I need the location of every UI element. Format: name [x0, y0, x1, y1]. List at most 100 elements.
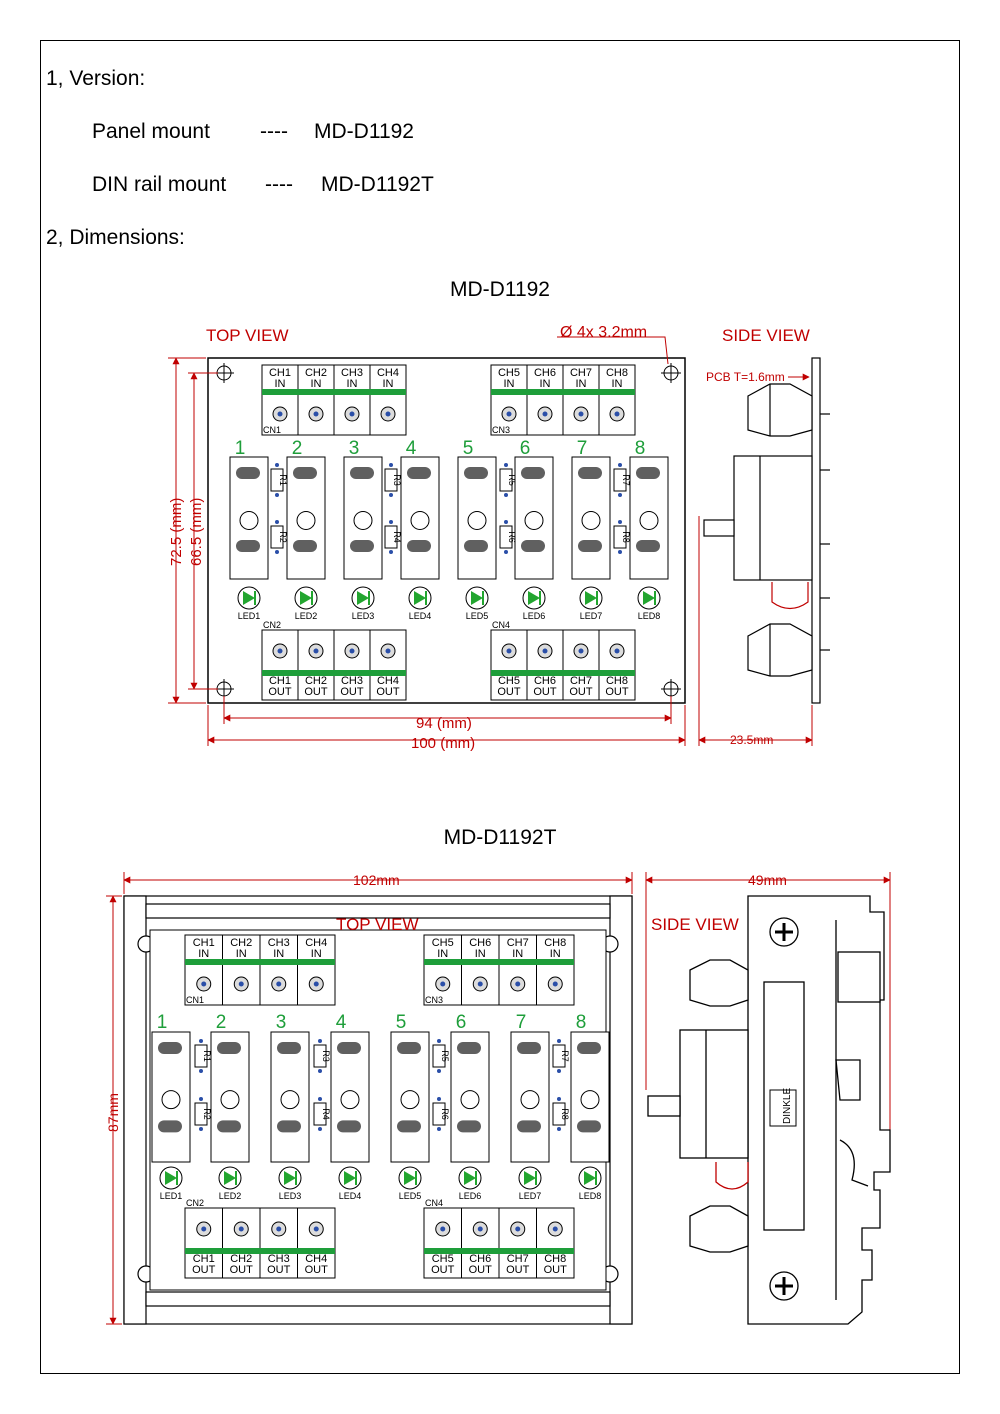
resistor-icon: [432, 1102, 446, 1126]
input-terminal-label: CH3: [341, 367, 363, 379]
resistor-lead-dot: [437, 1039, 441, 1043]
connector-label: CN2: [186, 1198, 204, 1208]
pad-ring-icon: [353, 510, 373, 530]
pad-icon: [636, 539, 660, 552]
resistor-lead-dot: [557, 1069, 561, 1073]
resistor-icon: [499, 468, 513, 492]
screw-center-icon: [578, 648, 584, 654]
terminal-green-bar: [262, 389, 406, 395]
pad-icon: [158, 1042, 182, 1054]
led-diode-icon: [344, 1171, 356, 1185]
screw-center-icon: [477, 981, 483, 987]
pad-icon: [636, 467, 660, 479]
panel-hole-note: Ø 4x 3.2mm: [560, 324, 647, 341]
input-terminal-label: CH8: [544, 937, 566, 949]
pad-ring-icon: [400, 1090, 420, 1110]
screw-center-icon: [313, 981, 319, 987]
channel-number: 6: [456, 1012, 467, 1033]
pad-icon: [236, 539, 260, 552]
screw-center-icon: [506, 648, 512, 654]
resistor-lead-dot: [557, 1039, 561, 1043]
led-diode-icon: [414, 591, 426, 605]
input-terminal-label: IN: [612, 378, 623, 390]
resistor-lead-dot: [199, 1127, 203, 1131]
resistor-lead-dot: [318, 1127, 322, 1131]
screw-center-icon: [552, 1226, 558, 1232]
resistor-lead-dot: [618, 493, 622, 497]
output-terminal-label: CH5: [498, 675, 520, 687]
page-frame: [40, 40, 960, 1374]
output-terminal-label: OUT: [497, 686, 521, 698]
input-terminal-block: [498, 934, 537, 964]
resistor-lead-dot: [504, 550, 508, 554]
resistor-label: R3: [321, 1050, 331, 1062]
resistor-lead-dot: [318, 1039, 322, 1043]
pad-icon: [577, 1120, 601, 1133]
pad-icon: [464, 539, 488, 552]
pad-ring-icon: [639, 510, 659, 530]
resistor-lead-dot: [618, 550, 622, 554]
screw-center-icon: [385, 648, 391, 654]
pad-ring-icon: [524, 510, 544, 530]
input-terminal-block: [423, 934, 462, 964]
output-terminal-label: OUT: [304, 686, 328, 698]
led-label: LED5: [399, 1191, 422, 1201]
resistor-lead-dot: [389, 550, 393, 554]
input-terminal-label: IN: [540, 378, 551, 390]
led-label: LED4: [339, 1191, 362, 1201]
input-terminal-label: IN: [273, 948, 284, 960]
led-label: LED8: [638, 611, 661, 621]
input-terminal-label: CH6: [469, 937, 491, 949]
connector-label: CN3: [425, 995, 443, 1005]
input-terminal-label: IN: [198, 948, 209, 960]
input-terminal-label: IN: [236, 948, 247, 960]
screw-center-icon: [542, 411, 548, 417]
version-1-model: MD-D1192: [314, 120, 414, 143]
output-terminal-block: [369, 671, 407, 701]
output-terminal-label: CH2: [230, 1253, 252, 1265]
pad-ring-icon: [280, 1090, 300, 1110]
terminal-green-bar: [262, 670, 406, 676]
output-terminal-label: CH8: [544, 1253, 566, 1265]
resistor-lead-dot: [199, 1039, 203, 1043]
input-terminal-label: CH1: [193, 937, 215, 949]
resistor-lead-dot: [504, 493, 508, 497]
connector-label: CN2: [263, 620, 281, 630]
version-2-name: DIN rail mount: [92, 173, 227, 196]
screw-center-icon: [614, 411, 620, 417]
screw-center-icon: [477, 1226, 483, 1232]
output-terminal-label: OUT: [340, 686, 364, 698]
led-diode-icon: [528, 591, 540, 605]
pad-ring-icon: [520, 1090, 540, 1110]
resistor-lead-dot: [275, 493, 279, 497]
screw-center-icon: [201, 981, 207, 987]
resistor-label: R5: [507, 474, 517, 486]
led-label: LED6: [523, 611, 546, 621]
output-terminal-block: [461, 1249, 500, 1279]
screw-center-icon: [349, 411, 355, 417]
resistor-icon: [384, 468, 398, 492]
channel-number: 4: [406, 438, 417, 459]
resistor-label: R6: [507, 531, 517, 543]
connector-label: CN1: [263, 425, 281, 435]
din-side-view: [647, 895, 891, 1325]
dimensions-heading: 2, Dimensions:: [46, 226, 185, 249]
output-terminal-label: OUT: [376, 686, 400, 698]
pad-ring-icon: [239, 510, 259, 530]
resistor-lead-dot: [389, 463, 393, 467]
output-terminal-label: CH7: [570, 675, 592, 687]
resistor-icon: [270, 525, 284, 549]
screw-center-icon: [313, 1226, 319, 1232]
din-side-view-label: SIDE VIEW: [651, 915, 739, 934]
screw-center-icon: [277, 648, 283, 654]
output-terminal-label: OUT: [469, 1264, 493, 1276]
output-terminal-label: CH1: [269, 675, 291, 687]
output-terminal-label: OUT: [605, 686, 629, 698]
resistor-icon: [552, 1102, 566, 1126]
output-terminal-label: OUT: [230, 1264, 254, 1276]
channel-number: 1: [235, 438, 246, 459]
channel-number: 1: [157, 1012, 168, 1033]
input-terminal-block: [598, 364, 636, 394]
panel-drawing-title: MD-D1192: [450, 278, 550, 301]
output-terminal-label: CH7: [507, 1253, 529, 1265]
